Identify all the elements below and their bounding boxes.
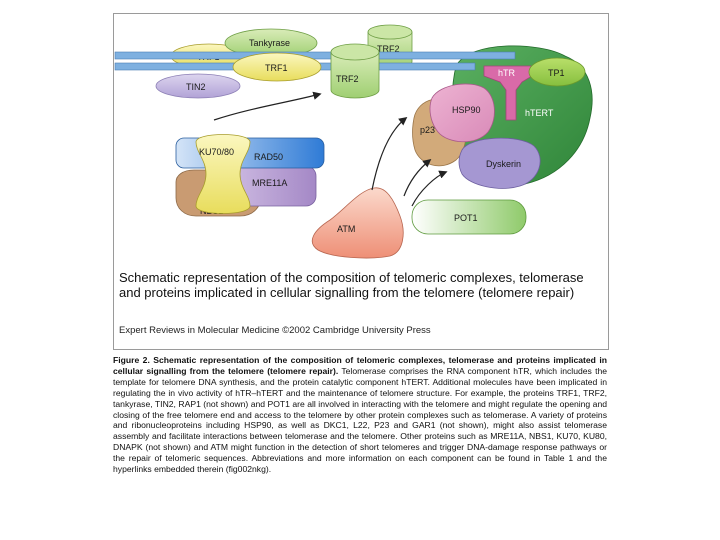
trf1-center-protein: TRF1 <box>232 52 322 82</box>
signalling-arrows <box>213 91 448 207</box>
tin2-label: TIN2 <box>186 82 206 92</box>
p23-label: p23 <box>420 125 435 135</box>
hsp90-protein: HSP90 <box>429 83 495 143</box>
atm-protein: ATM <box>311 187 404 259</box>
tankyrase-label: Tankyrase <box>249 38 290 48</box>
pot1-label: POT1 <box>454 213 478 223</box>
ku7080-label: KU70/80 <box>199 147 234 157</box>
trf2-top-label: TRF2 <box>377 44 400 54</box>
caption-body: Telomerase comprises the RNA component h… <box>113 365 608 475</box>
mre11a-label: MRE11A <box>252 178 287 188</box>
trf2-front-protein: TRF2 <box>330 43 380 99</box>
figure-caption: Figure 2. Schematic representation of th… <box>113 355 607 475</box>
hsp90-label: HSP90 <box>452 105 481 115</box>
tp1-label: TP1 <box>548 68 565 78</box>
tp1-protein: TP1 <box>528 57 586 87</box>
tin2-protein: TIN2 <box>155 73 241 99</box>
htert-label: hTERT <box>525 108 554 118</box>
ku7080-protein: KU70/80 <box>195 134 251 214</box>
caption-lead: Figure 2. Schematic representation of th… <box>113 355 607 376</box>
htr-label: hTR <box>498 68 516 78</box>
trf1-center-label: TRF1 <box>265 63 288 73</box>
atm-label: ATM <box>337 224 355 234</box>
rad50-label: RAD50 <box>254 152 283 162</box>
trf2-front-label: TRF2 <box>336 74 359 84</box>
dyskerin-protein: Dyskerin <box>458 137 541 189</box>
pot1-protein: POT1 <box>411 199 527 235</box>
dyskerin-label: Dyskerin <box>486 159 521 169</box>
schematic-credit: Expert Reviews in Molecular Medicine ©20… <box>119 325 431 336</box>
schematic-title: Schematic representation of the composit… <box>119 270 584 300</box>
